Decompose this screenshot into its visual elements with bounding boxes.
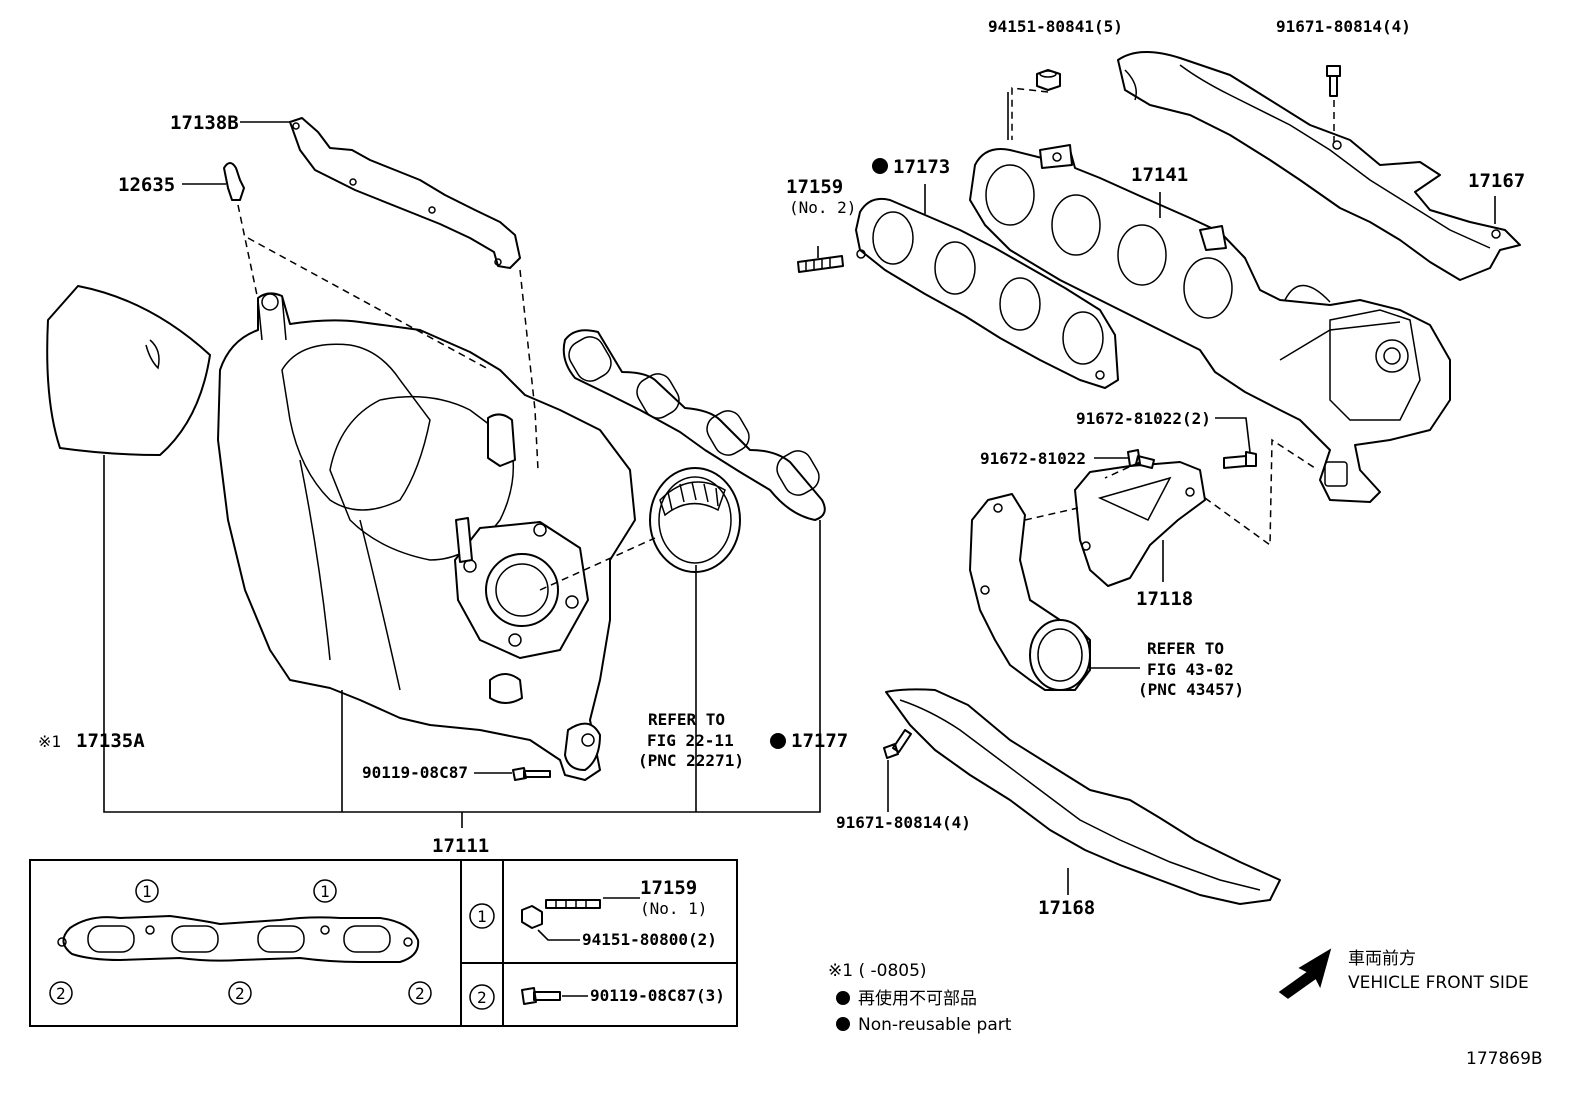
- inset-bolt-part: [521, 987, 561, 1005]
- inset-nut-part: [521, 905, 543, 929]
- note-mark: ※1 ( -0805): [828, 961, 927, 981]
- label-90119-08c87: 90119-08C87: [362, 763, 468, 782]
- inset-table: [29, 859, 738, 1027]
- vehicle-front-arrow-icon: [1278, 948, 1332, 999]
- bolt-91672-a-part: [1127, 449, 1155, 469]
- heat-insulator-17168-part: [885, 688, 1281, 905]
- label-refer1-b: FIG 22-11: [647, 731, 734, 750]
- intake-cover-detail: [145, 339, 160, 370]
- circle-text: 2: [477, 988, 487, 1007]
- label-refer1-c: (PNC 22271): [638, 751, 744, 770]
- sensor-12635-part: [223, 162, 245, 201]
- label-17168: 17168: [1038, 897, 1095, 919]
- label-17135a-mark: ※1: [38, 732, 61, 751]
- intake-gasket-17177-part: [562, 329, 826, 521]
- heat-insulator-17167-part: [1117, 50, 1521, 281]
- label-refer2-b: FIG 43-02: [1147, 660, 1234, 679]
- nut-94151-80841-part: [1036, 69, 1061, 91]
- label-17173: 17173: [893, 156, 950, 178]
- intake-manifold-part: [217, 292, 636, 781]
- front-jp: 車両前方: [1348, 949, 1416, 969]
- intake-cover-part: [46, 285, 211, 456]
- circle-text: 1: [320, 882, 330, 901]
- dash-bracket: [247, 237, 491, 371]
- label-17177: 17177: [791, 730, 848, 752]
- label-refer2-a: REFER TO: [1147, 639, 1224, 658]
- bolt-91671-top-part: [1326, 65, 1341, 97]
- dash-12635: [237, 204, 259, 301]
- label-17167: 17167: [1468, 170, 1525, 192]
- dash-nut: [1011, 87, 1049, 140]
- throttle-gasket-ring-part: [649, 467, 741, 573]
- legend-dot-jp: [836, 991, 850, 1005]
- dash-bracket-17118: [1204, 438, 1319, 547]
- label-94151-80841: 94151-80841(5): [988, 17, 1123, 36]
- label-17159-no2-sub: (No. 2): [789, 198, 856, 217]
- stud-17159-no2-part: [797, 255, 844, 273]
- exhaust-manifold-17141-part: [969, 148, 1451, 503]
- label-17159-no1-sub: (No. 1): [640, 899, 707, 918]
- circle-text: 1: [477, 907, 487, 926]
- dash-bracket2: [519, 269, 539, 471]
- label-94151-80800: 94151-80800(2): [582, 930, 717, 949]
- label-90119-08c87-3: 90119-08C87(3): [590, 986, 725, 1005]
- label-refer2-c: (PNC 43457): [1138, 680, 1244, 699]
- note-en: Non-reusable part: [858, 1015, 1012, 1035]
- label-17159-no2: 17159: [786, 176, 843, 198]
- bracket-17118-part: [1074, 461, 1206, 587]
- label-91671-80814-top: 91671-80814(4): [1276, 17, 1411, 36]
- label-91672-81022: 91672-81022: [980, 449, 1086, 468]
- bracket-17138b-part: [289, 117, 521, 269]
- bolt-91671-bot-part: [883, 729, 912, 759]
- legend-dot-en: [836, 1017, 850, 1031]
- label-17135a: 17135A: [76, 730, 145, 752]
- exhaust-gasket-17173-part: [855, 197, 1119, 389]
- circle-text: 1: [142, 882, 152, 901]
- front-en: VEHICLE FRONT SIDE: [1348, 973, 1529, 993]
- bolt-90119-part: [512, 767, 551, 781]
- dash-bolt-91672: [1104, 461, 1141, 479]
- note-jp: 再使用不可部品: [858, 988, 977, 1009]
- label-91671-80814-bot: 91671-80814(4): [836, 813, 971, 832]
- bolt-91672-b-part: [1223, 451, 1257, 469]
- label-17138b: 17138B: [170, 112, 239, 134]
- circled-number-markers: [49, 879, 495, 1010]
- circle-text: 2: [56, 984, 66, 1003]
- figure-id: 177869B: [1466, 1049, 1543, 1069]
- inset-stud-part: [545, 899, 601, 909]
- dash-stay: [1024, 507, 1079, 521]
- label-17159-no1: 17159: [640, 877, 697, 899]
- inset-gasket-part: [62, 915, 420, 963]
- label-17111: 17111: [432, 835, 489, 857]
- circle-text: 2: [235, 984, 245, 1003]
- label-17118: 17118: [1136, 588, 1193, 610]
- nonreusable-dot-17173: [872, 158, 888, 174]
- nonreusable-dot-17177: [770, 733, 786, 749]
- circle-text: 2: [415, 984, 425, 1003]
- label-refer1-a: REFER TO: [648, 710, 725, 729]
- label-12635: 12635: [118, 174, 175, 196]
- label-91672-81022-2: 91672-81022(2): [1076, 409, 1211, 428]
- dash-throttle: [539, 537, 656, 591]
- label-17141: 17141: [1131, 164, 1188, 186]
